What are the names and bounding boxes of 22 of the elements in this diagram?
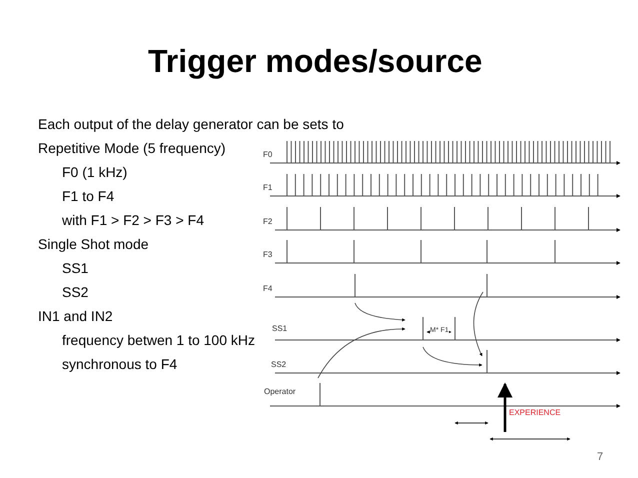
- signal-label: F4: [263, 285, 272, 294]
- bullet-text: synchronous to F4: [62, 357, 178, 372]
- bullet-text: SS2: [62, 285, 88, 300]
- bullet-text: Each output of the delay generator can be sets to: [38, 117, 344, 132]
- page-number: 7: [597, 451, 604, 464]
- bullet-text: IN1 and IN2: [38, 309, 113, 324]
- slide-title: Trigger modes/source: [148, 44, 482, 80]
- event-label: EXPERIENCE: [509, 409, 561, 418]
- bullet-text: Repetitive Mode (5 frequency): [38, 141, 226, 156]
- signal-label: Operator: [264, 388, 296, 397]
- signal-label: SS1: [272, 325, 288, 334]
- bullet-text: SS1: [62, 261, 88, 276]
- bullet-text: frequency betwen 1 to 100 kHz: [62, 333, 256, 348]
- bullet-text: F0 (1 kHz): [62, 165, 128, 180]
- signal-label: F2: [263, 218, 272, 227]
- bullet-text: Single Shot mode: [38, 237, 149, 252]
- signal-label: F0: [263, 151, 272, 160]
- bullet-text: F1 to F4: [62, 189, 114, 204]
- bullet-text: with F1 > F2 > F3 > F4: [62, 213, 204, 228]
- signal-label: SS2: [271, 361, 286, 370]
- signal-label: F3: [263, 251, 272, 260]
- signal-label: F1: [263, 184, 272, 193]
